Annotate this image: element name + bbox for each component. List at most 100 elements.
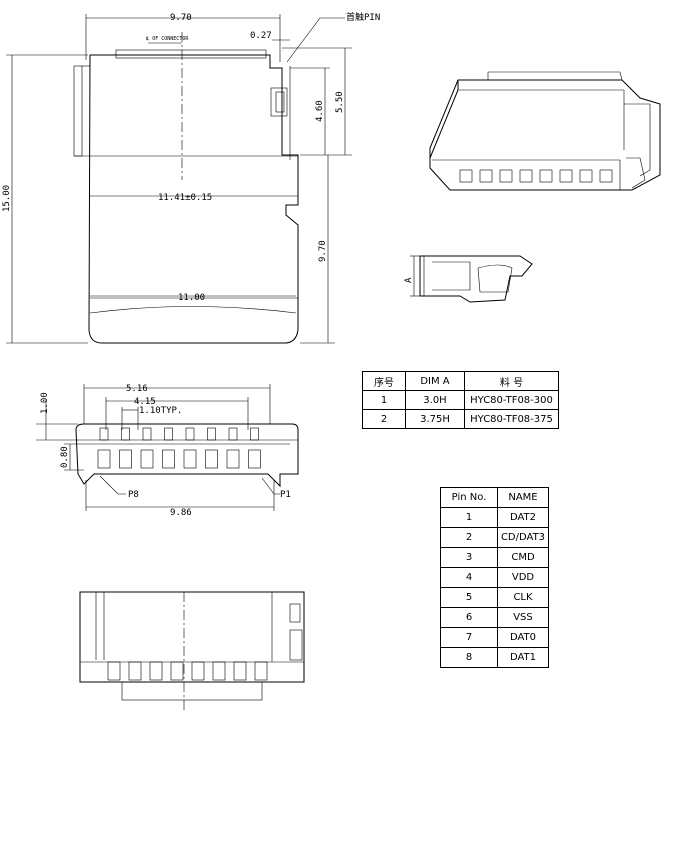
dim-9-70-top: 9.70 <box>170 13 192 23</box>
pin-no-header: Pin No. <box>440 487 498 508</box>
front-pin-contact <box>121 427 130 441</box>
pin-name-cell: VSS <box>497 607 549 628</box>
table-row: 2 3.75H HYC80-TF08-375 <box>362 409 559 429</box>
left-frame <box>73 65 83 157</box>
iso-pin-slot <box>539 169 553 183</box>
card-bottom-band <box>89 306 297 314</box>
dim-5-50: 5.50 <box>335 91 345 113</box>
pin-name-header: NAME <box>497 487 549 508</box>
bottom-pin <box>170 661 184 681</box>
col-part-no-header: 料 号 <box>464 371 559 391</box>
dim-15-00: 15.00 <box>2 185 12 212</box>
front-pin-contact <box>207 427 216 441</box>
dim-4-60: 4.60 <box>315 100 325 122</box>
bottom-view <box>79 591 305 710</box>
iso-pin-slots <box>459 169 613 183</box>
bottom-pin <box>128 661 142 681</box>
pin-no-cell: 1 <box>440 507 498 528</box>
iso-pin-slot <box>459 169 473 183</box>
pin-name-cell: CLK <box>497 587 549 608</box>
front-pin-contact <box>99 427 109 441</box>
iso-pin-slot <box>499 169 513 183</box>
pin-no-cell: 6 <box>440 607 498 628</box>
col-dim-a-header: DIM A <box>405 371 465 391</box>
dim-a-cell: 3.0H <box>405 390 465 410</box>
bottom-pin <box>254 661 268 681</box>
bottom-pin <box>212 661 226 681</box>
pin-name-cell: DAT1 <box>497 647 549 668</box>
top-cover-tab <box>115 49 267 59</box>
dim-a-label: A <box>404 277 414 283</box>
bottom-pin <box>149 661 163 681</box>
dim-5-16: 5.16 <box>126 384 148 394</box>
bottom-pins <box>107 661 268 681</box>
col-index-header: 序号 <box>362 371 406 391</box>
part-no-cell: HYC80-TF08-375 <box>464 409 559 429</box>
p1-label: P1 <box>280 490 291 500</box>
isometric-view <box>429 71 661 191</box>
front-view: 5.16 4.15 1.10TYP. 1.00 0.80 P8 P1 9.86 <box>36 384 299 518</box>
pin-name-cell: CMD <box>497 547 549 568</box>
front-pin-slot <box>205 449 218 469</box>
front-pin-contact <box>228 427 238 441</box>
pin-table-header: Pin No. NAME <box>440 487 549 508</box>
bottom-pin <box>191 661 205 681</box>
pin-no-cell: 7 <box>440 627 498 648</box>
front-pin-contact <box>250 427 259 441</box>
first-pin-label: 首触PIN <box>346 11 380 23</box>
p8-label: P8 <box>128 490 139 500</box>
table-row: 1 3.0H HYC80-TF08-300 <box>362 390 559 410</box>
front-pin-slots <box>97 427 261 469</box>
part-no-cell: HYC80-TF08-300 <box>464 390 559 410</box>
dim-11-41: 11.41±0.15 <box>158 193 212 203</box>
top-view: 9.70 0.27 首触PIN ℄ OF CONNECTOR 4.60 5.50… <box>2 11 380 344</box>
pin-no-cell: 2 <box>440 527 498 548</box>
bottom-pin <box>107 661 121 681</box>
centerline-label: ℄ OF CONNECTOR <box>145 36 189 42</box>
dim-0-27: 0.27 <box>250 31 272 41</box>
front-pin-slot <box>97 449 111 469</box>
front-pin-contact <box>164 427 173 441</box>
pin-name-cell: DAT2 <box>497 507 549 528</box>
side-view: A <box>404 255 533 303</box>
index-cell: 1 <box>362 390 406 410</box>
pin-no-cell: 3 <box>440 547 498 568</box>
dim-4-15: 4.15 <box>134 397 156 407</box>
index-cell: 2 <box>362 409 406 429</box>
front-pin-slot <box>226 449 240 469</box>
front-pin-slot <box>162 449 175 469</box>
front-pin-slot <box>248 449 261 469</box>
bottom-pin <box>233 661 247 681</box>
front-pin-contact <box>142 427 152 441</box>
iso-pin-slot <box>479 169 493 183</box>
iso-pin-slot <box>559 169 573 183</box>
card-outline <box>88 54 299 344</box>
pin-no-cell: 4 <box>440 567 498 588</box>
front-pin-slot <box>140 449 154 469</box>
dim-1-10-typ: 1.10TYP. <box>139 406 182 416</box>
front-pin-slot <box>183 449 197 469</box>
pin-name-cell: DAT0 <box>497 627 549 648</box>
dim-9-86: 9.86 <box>170 508 192 518</box>
pin-name-cell: VDD <box>497 567 549 588</box>
pin-no-cell: 8 <box>440 647 498 668</box>
iso-pin-slot <box>599 169 613 183</box>
dim-a-cell: 3.75H <box>405 409 465 429</box>
dim-11-00: 11.00 <box>178 293 205 303</box>
pin-no-cell: 5 <box>440 587 498 608</box>
front-pin-slot <box>119 449 132 469</box>
dim-a-table: 序号 DIM A 料 号 1 3.0H HYC80-TF08-300 2 3.7… <box>362 371 559 429</box>
pin-name-cell: CD/DAT3 <box>497 527 549 548</box>
dim-0-80: 0.80 <box>60 446 70 468</box>
dim-table-header: 序号 DIM A 料 号 <box>362 371 559 391</box>
iso-pin-slot <box>519 169 533 183</box>
